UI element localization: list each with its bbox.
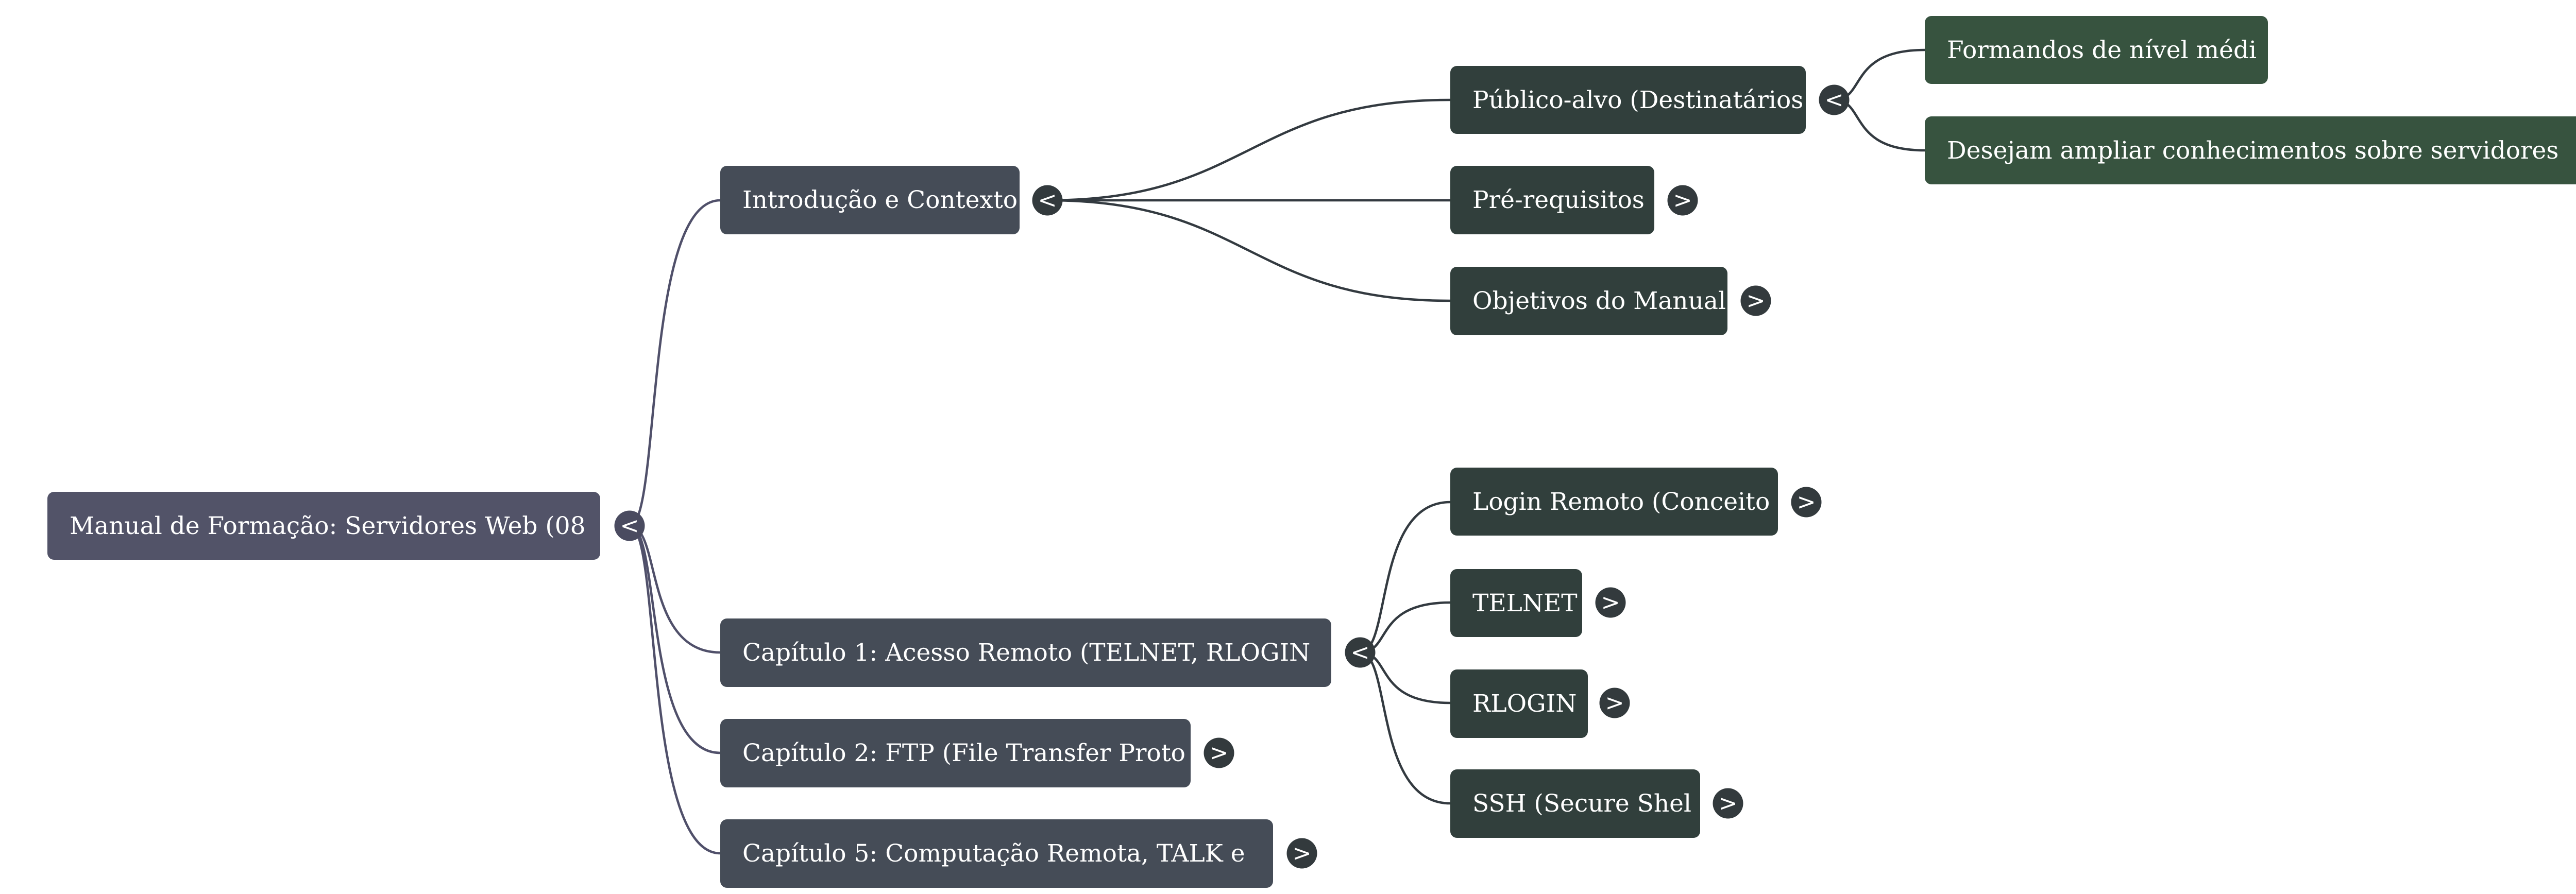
expand-toggle-capitulo-5[interactable]: > <box>1286 838 1317 869</box>
collapse-toggle-root[interactable]: < <box>614 510 645 541</box>
node-formandos[interactable]: Formandos de nível médi <box>1925 16 2268 84</box>
node-pre-requisitos[interactable]: Pré-requisitos <box>1450 166 1654 234</box>
node-formandos-label: Formandos de nível médi <box>1947 36 2257 64</box>
node-root-label: Manual de Formação: Servidores Web (08 <box>70 511 586 540</box>
expand-toggle-rlogin[interactable]: > <box>1599 687 1630 718</box>
link-root-capitulo-2 <box>629 524 721 754</box>
node-rlogin-label: RLOGIN <box>1472 690 1577 718</box>
link-introducao-objetivos <box>1047 199 1451 302</box>
node-rlogin[interactable]: RLOGIN <box>1450 669 1588 738</box>
link-cap1-rlogin <box>1360 651 1451 704</box>
node-capitulo-2[interactable]: Capítulo 2: FTP (File Transfer Proto <box>720 719 1191 787</box>
node-capitulo-5[interactable]: Capítulo 5: Computação Remota, TALK e <box>720 819 1273 888</box>
expand-toggle-ssh[interactable]: > <box>1713 788 1743 819</box>
node-pre-requisitos-label: Pré-requisitos <box>1472 186 1645 214</box>
node-introducao-label: Introdução e Contexto <box>742 186 1018 214</box>
expand-toggle-pre-requisitos[interactable]: > <box>1667 185 1698 216</box>
collapse-toggle-capitulo-1[interactable]: < <box>1345 637 1376 668</box>
node-login-remoto[interactable]: Login Remoto (Conceito <box>1450 468 1778 536</box>
node-capitulo-1-label: Capítulo 1: Acesso Remoto (TELNET, RLOGI… <box>742 639 1311 667</box>
node-publico-alvo-label: Público-alvo (Destinatários <box>1472 85 1804 114</box>
collapse-toggle-publico-alvo[interactable]: < <box>1819 84 1850 115</box>
node-login-remoto-label: Login Remoto (Conceito <box>1472 487 1770 516</box>
node-capitulo-1[interactable]: Capítulo 1: Acesso Remoto (TELNET, RLOGI… <box>720 618 1331 687</box>
link-root-introducao <box>629 199 721 527</box>
link-root-capitulo-5 <box>629 524 721 855</box>
node-desejam-ampliar-label: Desejam ampliar conhecimentos sobre serv… <box>1947 136 2559 165</box>
node-publico-alvo[interactable]: Público-alvo (Destinatários <box>1450 66 1806 134</box>
link-introducao-publico <box>1047 98 1451 202</box>
expand-toggle-objetivos[interactable]: > <box>1740 285 1771 316</box>
node-telnet[interactable]: TELNET <box>1450 569 1582 637</box>
node-capitulo-2-label: Capítulo 2: FTP (File Transfer Proto <box>742 739 1185 767</box>
link-cap1-telnet <box>1360 601 1451 654</box>
node-introducao[interactable]: Introdução e Contexto <box>720 166 1020 234</box>
link-cap1-ssh <box>1360 651 1451 805</box>
node-ssh[interactable]: SSH (Secure Shel <box>1450 769 1700 838</box>
link-publico-formandos <box>1834 48 1925 101</box>
node-objetivos-label: Objetivos do Manual <box>1472 287 1726 315</box>
collapse-toggle-introducao[interactable]: < <box>1032 185 1063 216</box>
node-telnet-label: TELNET <box>1472 589 1578 617</box>
node-root[interactable]: Manual de Formação: Servidores Web (08 <box>47 492 600 560</box>
expand-toggle-login-remoto[interactable]: > <box>1791 487 1822 518</box>
node-ssh-label: SSH (Secure Shel <box>1472 789 1691 818</box>
expand-toggle-telnet[interactable]: > <box>1595 587 1626 618</box>
node-objetivos[interactable]: Objetivos do Manual <box>1450 267 1727 335</box>
link-publico-desejam <box>1834 98 1925 152</box>
node-capitulo-5-label: Capítulo 5: Computação Remota, TALK e <box>742 839 1245 868</box>
expand-toggle-capitulo-2[interactable]: > <box>1204 737 1234 768</box>
link-cap1-login <box>1360 501 1451 654</box>
node-desejam-ampliar[interactable]: Desejam ampliar conhecimentos sobre serv… <box>1925 116 2576 184</box>
